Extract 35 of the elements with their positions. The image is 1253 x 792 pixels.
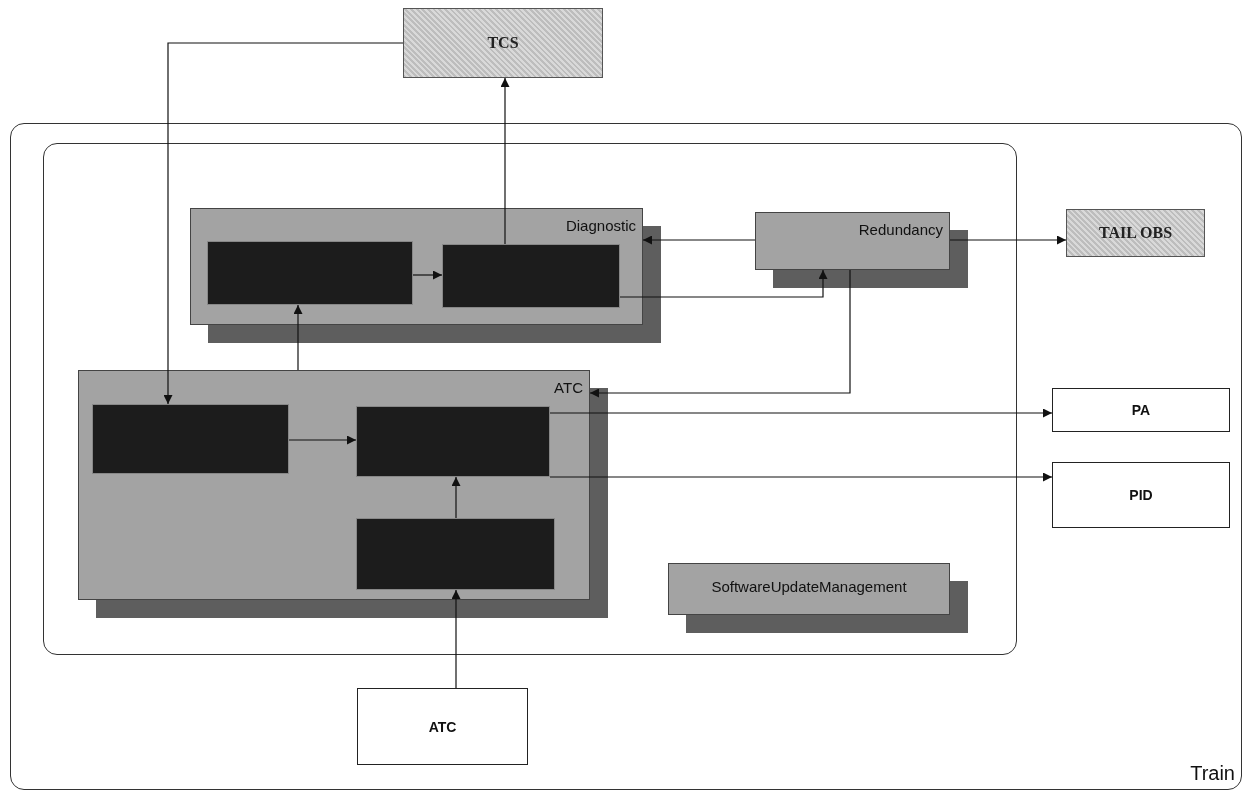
node-label: ATC xyxy=(554,379,583,396)
component-box xyxy=(207,241,413,305)
subsystem-boundary xyxy=(43,143,1017,655)
external-box xyxy=(1066,209,1205,257)
node-label: TCS xyxy=(487,34,519,52)
arrow xyxy=(589,269,851,398)
arrow xyxy=(293,304,303,371)
component-box xyxy=(356,406,550,477)
node-label: Train xyxy=(1190,762,1235,785)
arrow xyxy=(288,435,357,445)
arrow xyxy=(642,235,756,245)
component-box xyxy=(92,404,289,474)
arrow xyxy=(500,77,510,245)
arrow xyxy=(949,235,1067,245)
arrow xyxy=(451,589,461,689)
node-label: Redundancy xyxy=(858,221,943,238)
external-box xyxy=(357,688,528,765)
external-box xyxy=(1052,388,1230,432)
arrow xyxy=(549,472,1053,482)
arrow xyxy=(619,269,828,298)
node-label: PID xyxy=(1129,487,1153,503)
train-boundary xyxy=(10,123,1242,790)
arrow xyxy=(412,270,443,280)
top-level-box xyxy=(403,8,603,78)
external-box xyxy=(1052,462,1230,528)
component-box xyxy=(442,244,620,308)
node-label: Diagnostic xyxy=(565,217,636,234)
arrow xyxy=(451,476,461,519)
node-label: ATC xyxy=(428,718,457,735)
node-label: TAIL OBS xyxy=(1098,224,1173,242)
node-label: SoftwareUpdateManagement xyxy=(710,578,908,595)
component-box xyxy=(356,518,555,590)
node-label: PA xyxy=(1131,402,1151,418)
arrow xyxy=(163,42,404,405)
arrow xyxy=(549,408,1053,418)
